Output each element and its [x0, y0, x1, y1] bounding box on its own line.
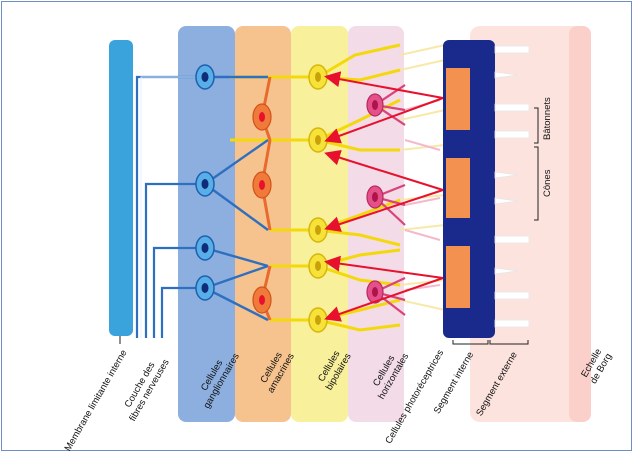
amacrine-cells	[252, 103, 272, 314]
photoreceptor-fibres	[399, 44, 446, 311]
photoreceptor-square	[446, 68, 470, 130]
label-cones: Cônes	[542, 169, 553, 197]
ganglion-cells	[195, 64, 215, 301]
signal-arrows	[324, 71, 444, 322]
photoreceptor-square	[446, 246, 470, 308]
amacrine-band	[235, 26, 291, 422]
pink-fibres	[404, 99, 441, 291]
photoreceptor-square	[446, 158, 470, 218]
outer-segments	[494, 45, 530, 328]
ganglion-dendrites	[204, 75, 269, 322]
label-rods: Bâtonnets	[542, 97, 553, 140]
inner-limiting-membrane	[109, 40, 133, 336]
horizontal-band	[348, 26, 404, 422]
horizontal-cells	[366, 93, 384, 304]
brackets	[452, 107, 539, 345]
nerve-fibres	[135, 75, 205, 338]
ganglion-band	[178, 26, 235, 422]
bruch-band	[569, 26, 591, 422]
